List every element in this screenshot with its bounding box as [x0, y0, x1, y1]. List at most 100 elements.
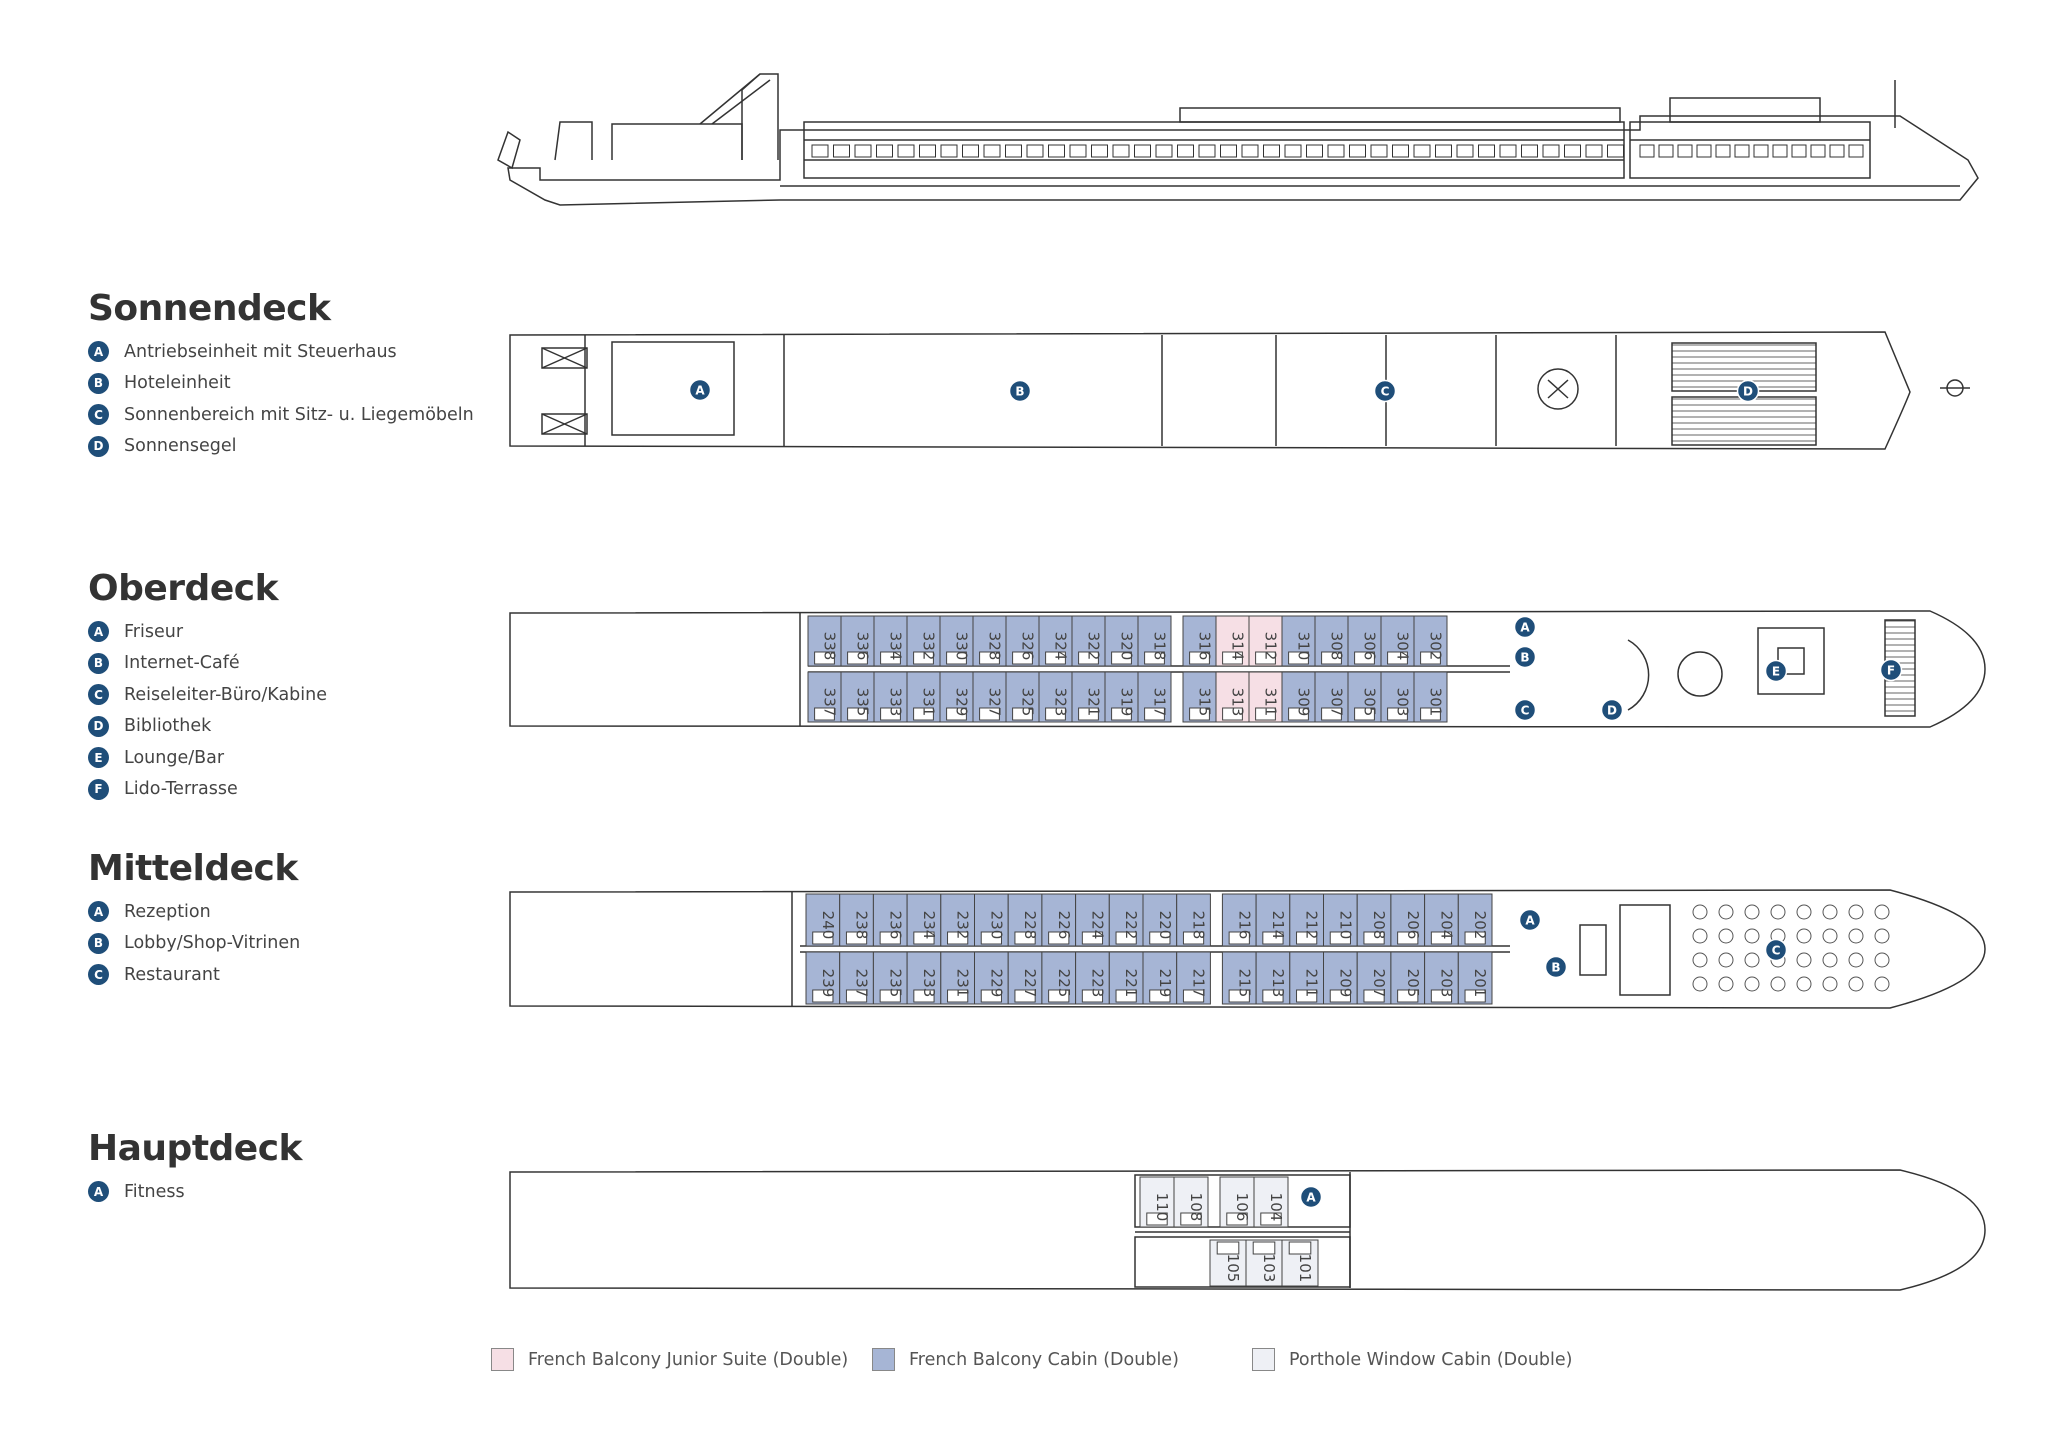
side-window — [1263, 144, 1280, 158]
restaurant-table — [1796, 904, 1812, 920]
restaurant-table — [1692, 952, 1708, 968]
side-window — [811, 144, 829, 158]
cabin-315: 315 — [1182, 671, 1217, 723]
marker-sonnendeck-d: D — [1736, 379, 1760, 403]
cabin-bed — [979, 707, 1000, 721]
side-window — [833, 144, 850, 158]
cabin-bed — [879, 931, 901, 945]
cabin-bed — [1288, 651, 1309, 665]
side-window — [1349, 144, 1366, 158]
cabin-number: 220 — [1156, 911, 1174, 940]
legend-label: Lido-Terrasse — [124, 779, 238, 800]
cabin-333: 333 — [873, 671, 908, 723]
cabin-cell — [1457, 893, 1493, 947]
cabin-bed — [1262, 931, 1284, 945]
cabin-bed — [1115, 989, 1137, 1003]
cabin-224: 224 — [1075, 893, 1110, 947]
cabin-bed — [1014, 931, 1036, 945]
marker-badge: C — [88, 404, 109, 426]
cabin-324: 324 — [1038, 615, 1073, 667]
marker-letter: B — [1551, 961, 1560, 975]
cabin-number: 238 — [853, 911, 871, 940]
cabin-number: 320 — [1118, 632, 1136, 661]
deck-title-oberdeck: Oberdeck — [88, 568, 279, 609]
restaurant-table — [1822, 928, 1838, 944]
restaurant-table — [1796, 976, 1812, 992]
cabin-number: 325 — [1019, 688, 1037, 717]
side-window — [1327, 144, 1345, 158]
side-window — [1607, 144, 1624, 158]
cabin-bed — [880, 707, 901, 721]
cabin-number: 333 — [887, 688, 905, 717]
marker-badge: D — [88, 435, 109, 457]
cabin-308: 308 — [1314, 615, 1349, 667]
legend-label: Antriebseinheit mit Steuerhaus — [124, 341, 397, 362]
legend-label: Lounge/Bar — [124, 747, 225, 768]
side-window — [1772, 144, 1788, 158]
cabin-number: 210 — [1336, 911, 1354, 940]
cabin-bed — [1228, 989, 1250, 1003]
restaurant-table — [1848, 952, 1864, 968]
cabin-bed — [1296, 989, 1318, 1003]
marker-badge: A — [88, 901, 109, 923]
cabin-number: 307 — [1328, 688, 1346, 717]
cabin-201: 201 — [1457, 951, 1493, 1005]
cabin-bed — [913, 931, 935, 945]
cabin-bed — [1226, 1212, 1248, 1226]
cabin-bed — [980, 989, 1002, 1003]
marker-circle — [1544, 955, 1568, 979]
cabin-number: 234 — [920, 911, 938, 940]
legend-label: Lobby/Shop-Vitrinen — [124, 933, 301, 954]
cabin-208: 208 — [1356, 893, 1392, 947]
side-window — [897, 144, 915, 158]
legend-label: Fitness — [124, 1181, 185, 1202]
swatch-balcony-cabin — [872, 1348, 895, 1371]
cabin-205: 205 — [1390, 951, 1426, 1005]
marker-circle — [1736, 379, 1760, 403]
cabin-319: 319 — [1104, 671, 1139, 723]
cabin-105: 105 — [1209, 1239, 1247, 1287]
cabin-321: 321 — [1071, 671, 1106, 723]
cabin-cell — [1142, 951, 1178, 1005]
cabin-number: 336 — [854, 632, 872, 661]
cabin-214: 214 — [1255, 893, 1291, 947]
cabin-number: 218 — [1190, 911, 1208, 940]
cabin-314: 314 — [1215, 615, 1250, 667]
cabin-bed — [946, 651, 967, 665]
side-window — [1715, 144, 1731, 158]
marker-letter: B — [1520, 651, 1529, 665]
cabin-221: 221 — [1108, 951, 1144, 1005]
cabin-335: 335 — [840, 671, 875, 723]
marker-circle — [1513, 698, 1537, 722]
marker-circle — [688, 378, 712, 402]
legend-label: Bibliothek — [124, 716, 212, 737]
cabin-bed — [946, 707, 967, 721]
cabin-number: 337 — [821, 688, 839, 717]
cabin-bed — [1387, 651, 1408, 665]
cabin-key-junior-suite: French Balcony Junior Suite (Double) — [491, 1348, 848, 1371]
cabin-bed — [812, 989, 834, 1003]
cabin-310: 310 — [1281, 615, 1316, 667]
cabin-303: 303 — [1380, 671, 1415, 723]
cabin-bed — [1146, 1212, 1168, 1226]
cabin-239: 239 — [805, 951, 841, 1005]
cabin-cell — [906, 893, 942, 947]
side-window — [1542, 144, 1560, 158]
cabin-bed — [1255, 707, 1276, 721]
cabin-number: 108 — [1187, 1193, 1205, 1222]
cabin-bed — [1420, 707, 1441, 721]
cabin-number: 306 — [1361, 632, 1379, 661]
side-window — [1658, 144, 1674, 158]
cabin-bed — [847, 707, 868, 721]
marker-letter: C — [1772, 944, 1781, 958]
side-window — [940, 144, 958, 158]
restaurant-table — [1796, 928, 1812, 944]
cabin-key-label: French Balcony Cabin (Double) — [909, 1349, 1179, 1370]
cabin-number: 228 — [1021, 911, 1039, 940]
cabin-336: 336 — [840, 615, 875, 667]
cabin-number: 335 — [854, 688, 872, 717]
cabin-209: 209 — [1323, 951, 1358, 1005]
